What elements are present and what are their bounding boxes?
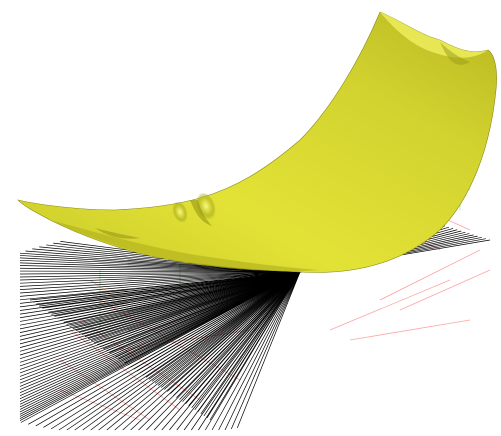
fan-ray — [87, 271, 301, 339]
fan-ray — [90, 271, 301, 342]
fan-ray — [209, 271, 301, 421]
fan-ray — [54, 271, 301, 317]
fan-ray — [106, 271, 301, 352]
fan-ray — [90, 271, 301, 431]
fan-ray — [84, 271, 301, 337]
fan-ray — [109, 271, 301, 354]
grid-line — [89, 279, 121, 301]
surface-lower-edge — [50, 220, 320, 272]
fan-ray — [203, 271, 301, 417]
surface-right-rim — [380, 12, 488, 58]
fan-ray — [170, 271, 301, 394]
fan-ray — [19, 271, 301, 287]
fan-ray — [145, 271, 301, 378]
grid-line — [349, 319, 471, 341]
fan-ray — [176, 271, 301, 398]
fan-ray — [81, 271, 301, 335]
fan-ray — [133, 271, 301, 370]
fan-ray — [230, 271, 301, 430]
surface-bump-shadow — [190, 200, 212, 226]
fan-ray — [75, 271, 301, 331]
fan-ray — [72, 271, 301, 329]
fan-ray — [112, 271, 301, 356]
grid-line — [329, 279, 451, 331]
fan-ray — [60, 271, 301, 321]
fan-ray — [124, 271, 301, 364]
fan-ray — [48, 271, 301, 313]
fan-ray — [103, 271, 301, 350]
fan-ray — [224, 271, 301, 431]
yellow-surface — [17, 11, 497, 273]
fan-ray — [19, 271, 301, 284]
surface-ridge — [440, 42, 470, 65]
fan-ray — [142, 271, 301, 376]
fan-ray — [115, 271, 301, 358]
fan-ray — [100, 271, 301, 348]
fan-ray — [139, 271, 301, 374]
fan-ray — [19, 271, 301, 294]
fan-ray — [69, 271, 301, 327]
fan-ray — [200, 271, 301, 415]
fan-ray — [29, 271, 301, 301]
grid-line — [399, 269, 491, 311]
fan-ray — [197, 271, 301, 413]
fan-ray — [63, 271, 301, 323]
fan-ray — [157, 271, 301, 386]
fan-ray — [106, 271, 301, 431]
fan-ray — [148, 271, 301, 380]
surface-bump-2 — [172, 201, 188, 223]
fan-ray — [19, 271, 301, 281]
fan-ray — [98, 271, 301, 431]
fan-ray — [19, 271, 301, 291]
fan-ray — [211, 271, 301, 431]
fan-ray — [93, 271, 301, 344]
fan-ray — [42, 271, 301, 309]
fan-ray — [19, 265, 301, 273]
fan-ray — [182, 271, 301, 402]
fan-ray — [19, 271, 301, 297]
fan-ray — [33, 271, 301, 303]
surface-bump-shadow-2 — [95, 228, 140, 239]
grid-line — [379, 249, 481, 301]
fan-ray — [19, 271, 301, 275]
fan-ray — [237, 271, 301, 429]
fan-ray — [191, 271, 301, 409]
fan-ray — [185, 271, 301, 404]
fan-ray — [66, 271, 301, 325]
fan-ray — [19, 271, 301, 278]
fan-ray — [36, 271, 301, 305]
fan-ray — [218, 271, 301, 431]
fan-ray — [51, 271, 301, 315]
fan-ray — [167, 271, 301, 392]
fan-ray — [19, 267, 301, 273]
fan-ray — [188, 271, 301, 406]
fan-ray — [194, 271, 301, 411]
fan-ray — [19, 262, 301, 273]
fan-ray — [173, 271, 301, 396]
fan-ray — [78, 271, 301, 333]
fan-ray — [206, 271, 301, 419]
grid-line — [59, 389, 141, 421]
fan-ray — [45, 271, 301, 311]
fan-ray — [127, 271, 301, 366]
fan-ray — [151, 271, 301, 382]
fan-ray — [160, 271, 301, 388]
fan-ray — [130, 271, 301, 368]
fan-ray — [164, 271, 301, 390]
fan-ray — [154, 271, 301, 384]
fan-ray — [118, 271, 301, 360]
fan-ray — [179, 271, 301, 400]
fan-ray — [19, 270, 301, 273]
fan-ray — [136, 271, 301, 372]
fan-ray — [39, 271, 301, 307]
fan-ray — [57, 271, 301, 319]
fan-ray — [97, 271, 301, 346]
fan-ray — [121, 271, 301, 362]
grid-line — [79, 319, 201, 401]
